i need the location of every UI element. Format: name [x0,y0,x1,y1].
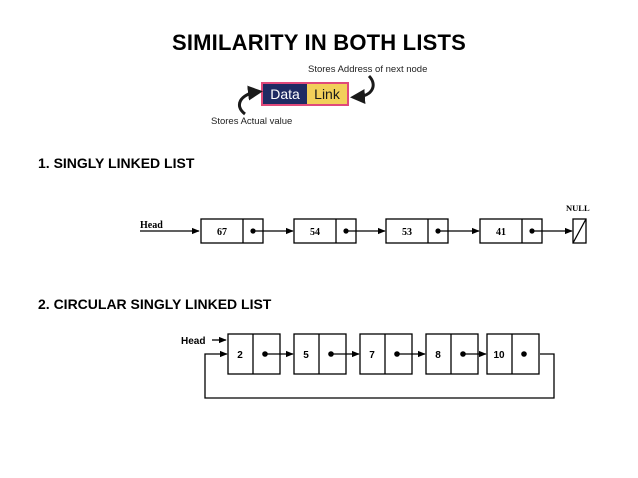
link-curved-arrow [350,74,375,104]
circular-node-value: 10 [493,350,505,361]
data-curved-arrow [237,85,263,116]
circular-heading: 2. CIRCULAR SINGLY LINKED LIST [38,296,272,312]
null-label: NULL [566,203,590,213]
singly-node-value: 53 [402,227,412,238]
circular-node: 8 [425,333,487,375]
circular-node-value: 2 [237,350,243,361]
singly-node: 67 [200,218,294,244]
singly-node: 54 [293,218,386,244]
null-box [572,218,587,244]
circular-return-path [204,350,555,399]
circular-node: 7 [359,333,426,375]
singly-node-value: 41 [496,227,506,238]
circular-node-value: 7 [369,350,375,361]
singly-head-label: Head [140,220,163,231]
circular-head-label: Head [181,336,205,347]
pointer-dot [521,351,527,357]
singly-node: 53 [385,218,480,244]
slide-title: SIMILARITY IN BOTH LISTS [171,30,467,55]
circular-node: 5 [293,333,360,375]
singly-node: 41 [479,218,573,244]
singly-node-value: 67 [217,227,227,238]
data-note: Stores Actual value [211,116,293,127]
node-format-box: Data Link [261,82,349,106]
data-field: Data [263,84,307,104]
circular-node-value: 8 [435,350,441,361]
link-field: Link [307,84,347,104]
singly-node-value: 54 [310,227,320,238]
circular-node-value: 5 [303,350,309,361]
circular-node: 2 [227,333,294,375]
singly-heading: 1. SINGLY LINKED LIST [38,155,195,171]
circular-node: 10 [486,333,540,375]
link-note: Stores Address of next node [308,64,428,75]
